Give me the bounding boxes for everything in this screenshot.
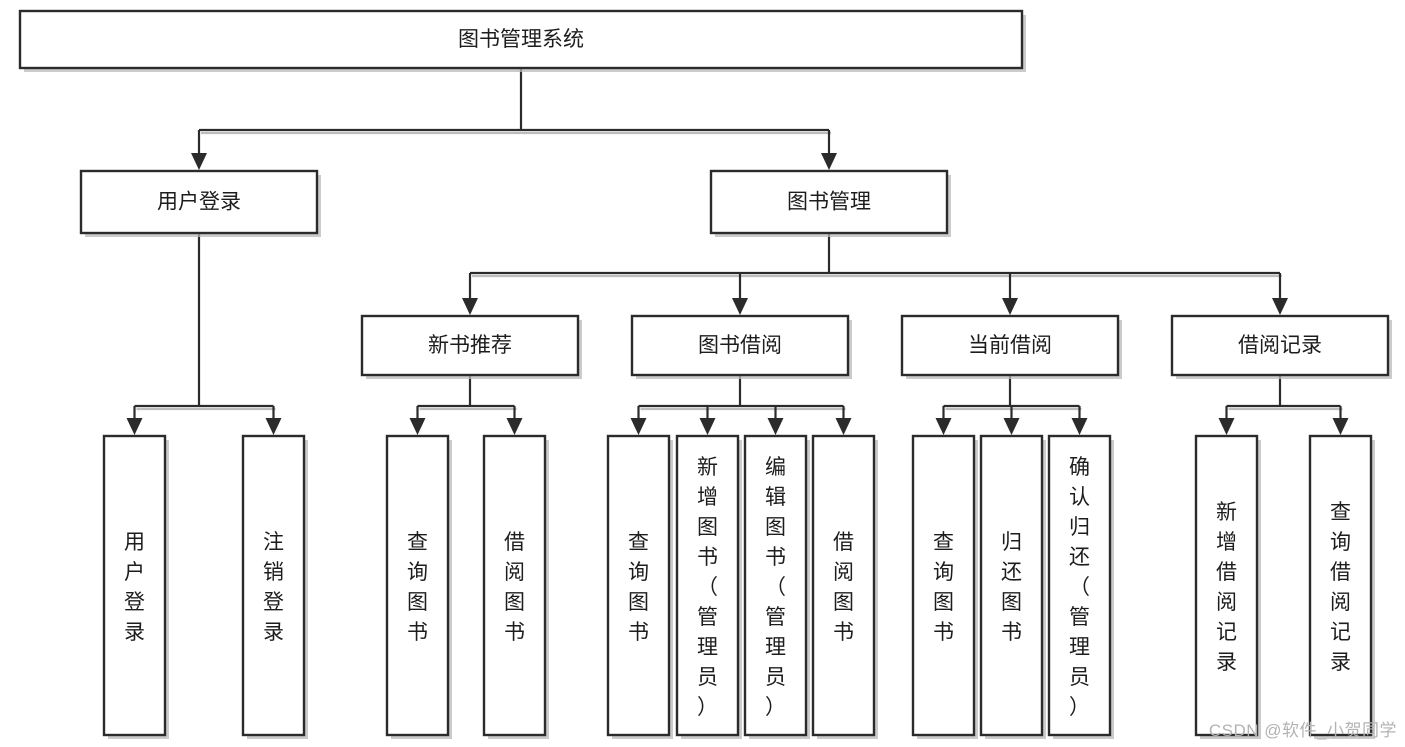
- node-book-borrow[interactable]: 图书借阅: [630, 314, 852, 379]
- node-rect[interactable]: [18, 9, 1024, 70]
- connector-group: [1218, 375, 1349, 435]
- node-leaf-query-book-1[interactable]: 查询图书: [385, 434, 452, 739]
- node-new-book-recommend[interactable]: 新书推荐: [360, 314, 582, 379]
- node-leaf-borrow-book-2[interactable]: 借阅图书: [811, 434, 878, 739]
- node-label: 新增图书（管理员）: [697, 456, 718, 719]
- node-leaf-return-book[interactable]: 归还图书: [979, 434, 1046, 739]
- node-leaf-query-book-2[interactable]: 查询图书: [606, 434, 673, 739]
- node-leaf-borrow-book-1[interactable]: 借阅图书: [482, 434, 549, 739]
- node-rect[interactable]: [1308, 434, 1373, 737]
- node-leaf-confirm-return[interactable]: 确认归还（管理员）: [1047, 434, 1114, 739]
- node-rect[interactable]: [811, 434, 876, 737]
- node-user-login[interactable]: 用户登录: [79, 169, 321, 237]
- node-borrow-record[interactable]: 借阅记录: [1170, 314, 1392, 379]
- node-label: 借阅记录: [1238, 334, 1322, 357]
- node-leaf-query-book-3[interactable]: 查询图书: [911, 434, 978, 739]
- node-rect[interactable]: [630, 314, 850, 377]
- node-current-borrow[interactable]: 当前借阅: [900, 314, 1122, 379]
- node-label: 借阅图书: [504, 531, 525, 644]
- node-label: 查询图书: [407, 531, 428, 644]
- node-rect[interactable]: [606, 434, 671, 737]
- connector-group: [462, 233, 1288, 315]
- node-root[interactable]: 图书管理系统: [18, 9, 1026, 72]
- csdn-watermark: CSDN @软件_小贺同学: [1208, 721, 1397, 740]
- node-label: 当前借阅: [968, 334, 1052, 357]
- node-leaf-query-borrow-record[interactable]: 查询借阅记录: [1308, 434, 1375, 739]
- node-rect[interactable]: [900, 314, 1120, 377]
- node-label: 图书借阅: [698, 334, 782, 357]
- connector-group: [191, 68, 837, 170]
- node-leaf-logout-login[interactable]: 注销登录: [241, 434, 308, 739]
- node-rect[interactable]: [385, 434, 450, 737]
- node-rect[interactable]: [360, 314, 580, 377]
- node-leaf-user-login[interactable]: 用户登录: [102, 434, 169, 739]
- node-label: 新增借阅记录: [1216, 501, 1237, 674]
- connector-layer: [126, 68, 1349, 435]
- node-leaf-edit-book[interactable]: 编辑图书（管理员）: [743, 434, 810, 739]
- node-label: 查询借阅记录: [1330, 501, 1351, 674]
- node-leaf-add-book[interactable]: 新增图书（管理员）: [675, 434, 742, 739]
- node-label: 归还图书: [1001, 531, 1022, 644]
- node-rect[interactable]: [979, 434, 1044, 737]
- node-label: 确认归还（管理员）: [1069, 456, 1090, 719]
- connector-group: [630, 375, 852, 435]
- connector-group: [409, 375, 523, 435]
- node-label: 图书管理系统: [458, 28, 584, 51]
- node-label: 新书推荐: [428, 334, 512, 357]
- node-rect[interactable]: [102, 434, 167, 737]
- node-rect[interactable]: [675, 434, 740, 737]
- node-leaf-add-borrow-record[interactable]: 新增借阅记录: [1194, 434, 1261, 739]
- node-rect[interactable]: [482, 434, 547, 737]
- node-rect[interactable]: [1170, 314, 1390, 377]
- node-rect[interactable]: [241, 434, 306, 737]
- node-label: 查询图书: [933, 531, 954, 644]
- node-label: 查询图书: [628, 531, 649, 644]
- node-rect[interactable]: [743, 434, 808, 737]
- node-layer: 图书管理系统用户登录图书管理新书推荐图书借阅当前借阅借阅记录用户登录注销登录查询…: [18, 9, 1392, 739]
- node-label: 用户登录: [157, 191, 241, 214]
- node-rect[interactable]: [1047, 434, 1112, 737]
- node-book-manage[interactable]: 图书管理: [709, 169, 951, 237]
- node-label: 用户登录: [124, 531, 145, 644]
- node-rect[interactable]: [911, 434, 976, 737]
- node-rect[interactable]: [79, 169, 319, 235]
- node-rect[interactable]: [709, 169, 949, 235]
- connector-group: [935, 375, 1088, 435]
- connector-group: [126, 233, 282, 435]
- node-rect[interactable]: [1194, 434, 1259, 737]
- node-label: 注销登录: [263, 531, 284, 644]
- node-label: 借阅图书: [833, 531, 854, 644]
- node-label: 图书管理: [787, 191, 871, 214]
- node-label: 编辑图书（管理员）: [765, 456, 786, 719]
